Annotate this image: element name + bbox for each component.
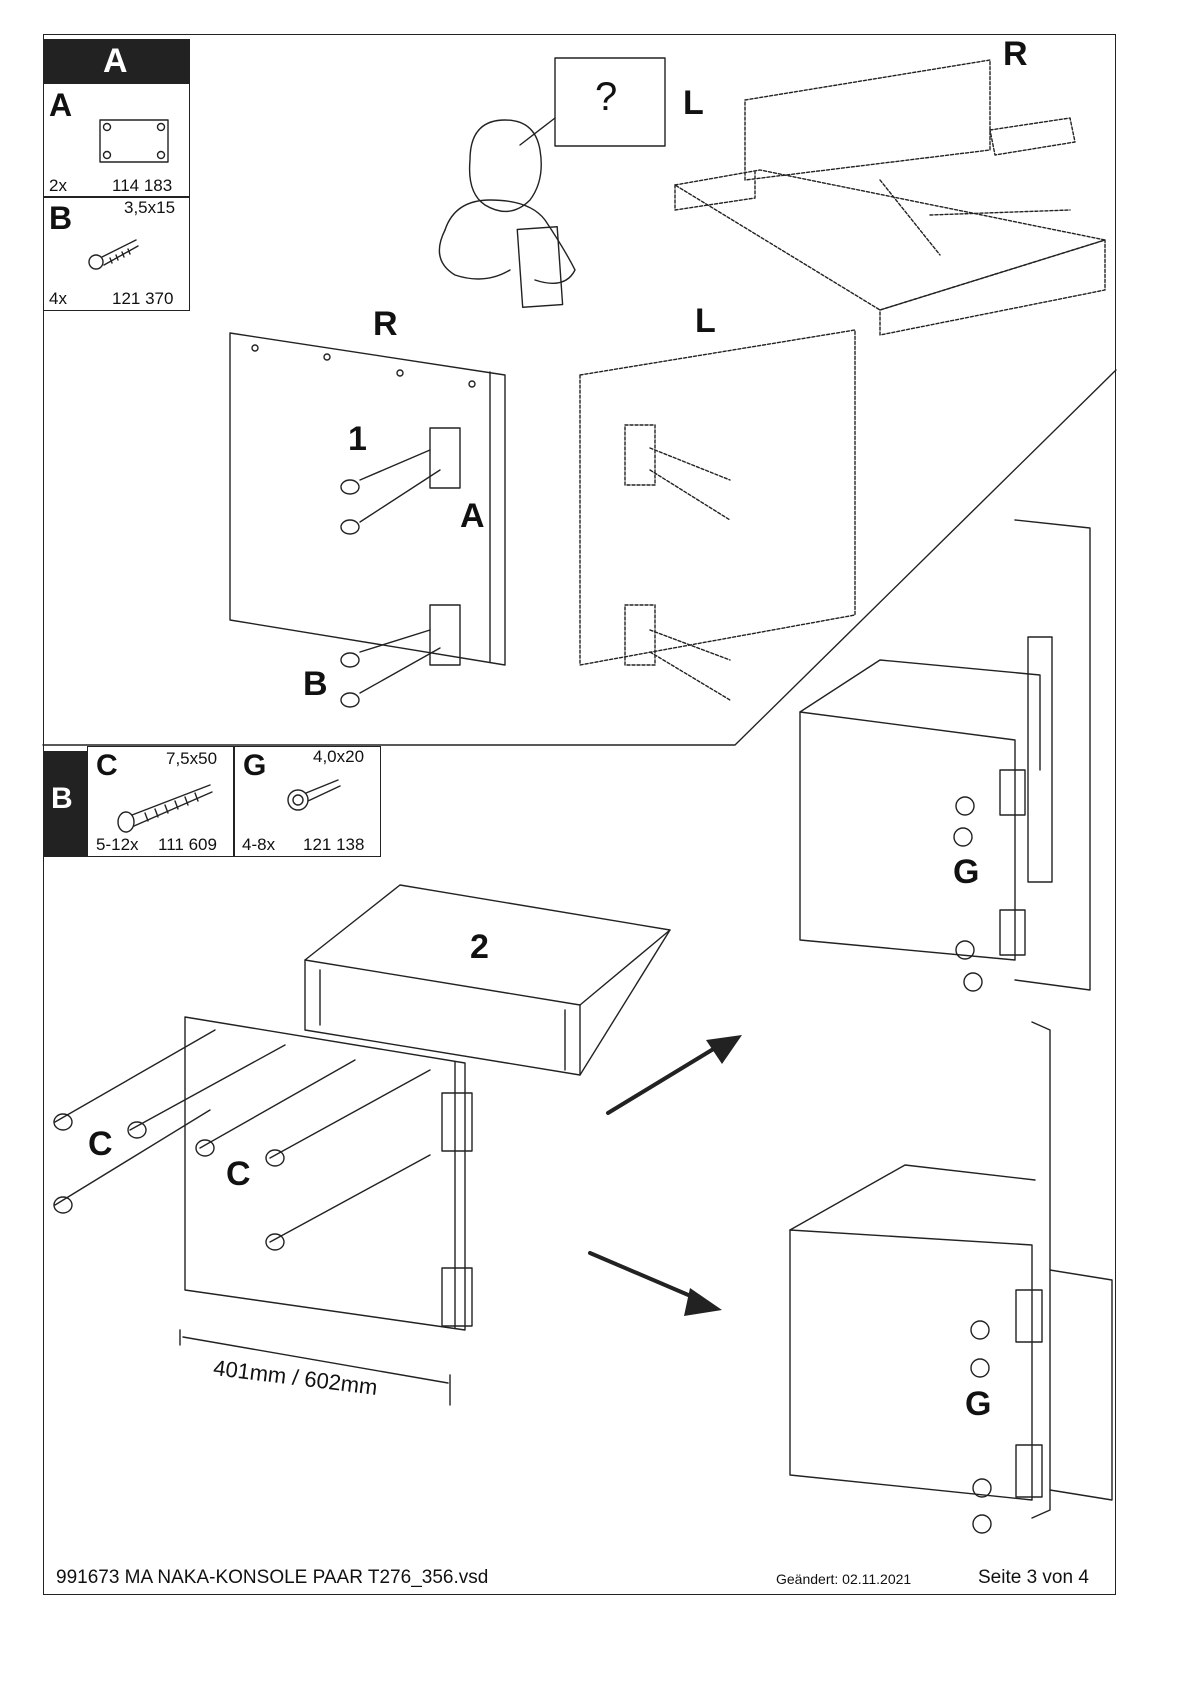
callout-c-right: C [226,1155,251,1194]
arrow-down-right-icon [590,1253,722,1316]
panel-left-label: L [695,302,716,341]
footer: 991673 MA NAKA-KONSOLE PAAR T276_356.vsd… [43,1561,1116,1595]
changed-date: Geändert: 02.11.2021 [776,1571,911,1587]
document-name: 991673 MA NAKA-KONSOLE PAAR T276_356.vsd [56,1567,488,1589]
page-number: Seite 3 von 4 [978,1567,1089,1589]
arrow-up-right-icon [608,1035,742,1113]
console-box-drawing [54,885,670,1405]
callout-c-left: C [88,1125,113,1164]
washer-screw-icon [288,780,340,810]
step-1-label: 1 [348,420,367,459]
bed-left-label: L [683,84,704,123]
panel-left-drawing [580,330,855,700]
bed-right-label: R [1003,35,1028,74]
step-2-label: 2 [470,928,489,967]
callout-g-bottom: G [965,1385,991,1424]
long-screw-icon [118,785,212,832]
console-mounted-drawing-top [800,520,1090,991]
bed-frame-drawing [675,60,1105,335]
question-mark: ? [595,75,617,120]
mounting-plate-icon [100,120,168,162]
small-screw-icon [89,240,138,269]
callout-a: A [460,497,485,536]
console-mounted-drawing-bottom [790,1022,1112,1533]
panel-right-label: R [373,305,398,344]
callout-b: B [303,665,328,704]
callout-g-top: G [953,853,979,892]
